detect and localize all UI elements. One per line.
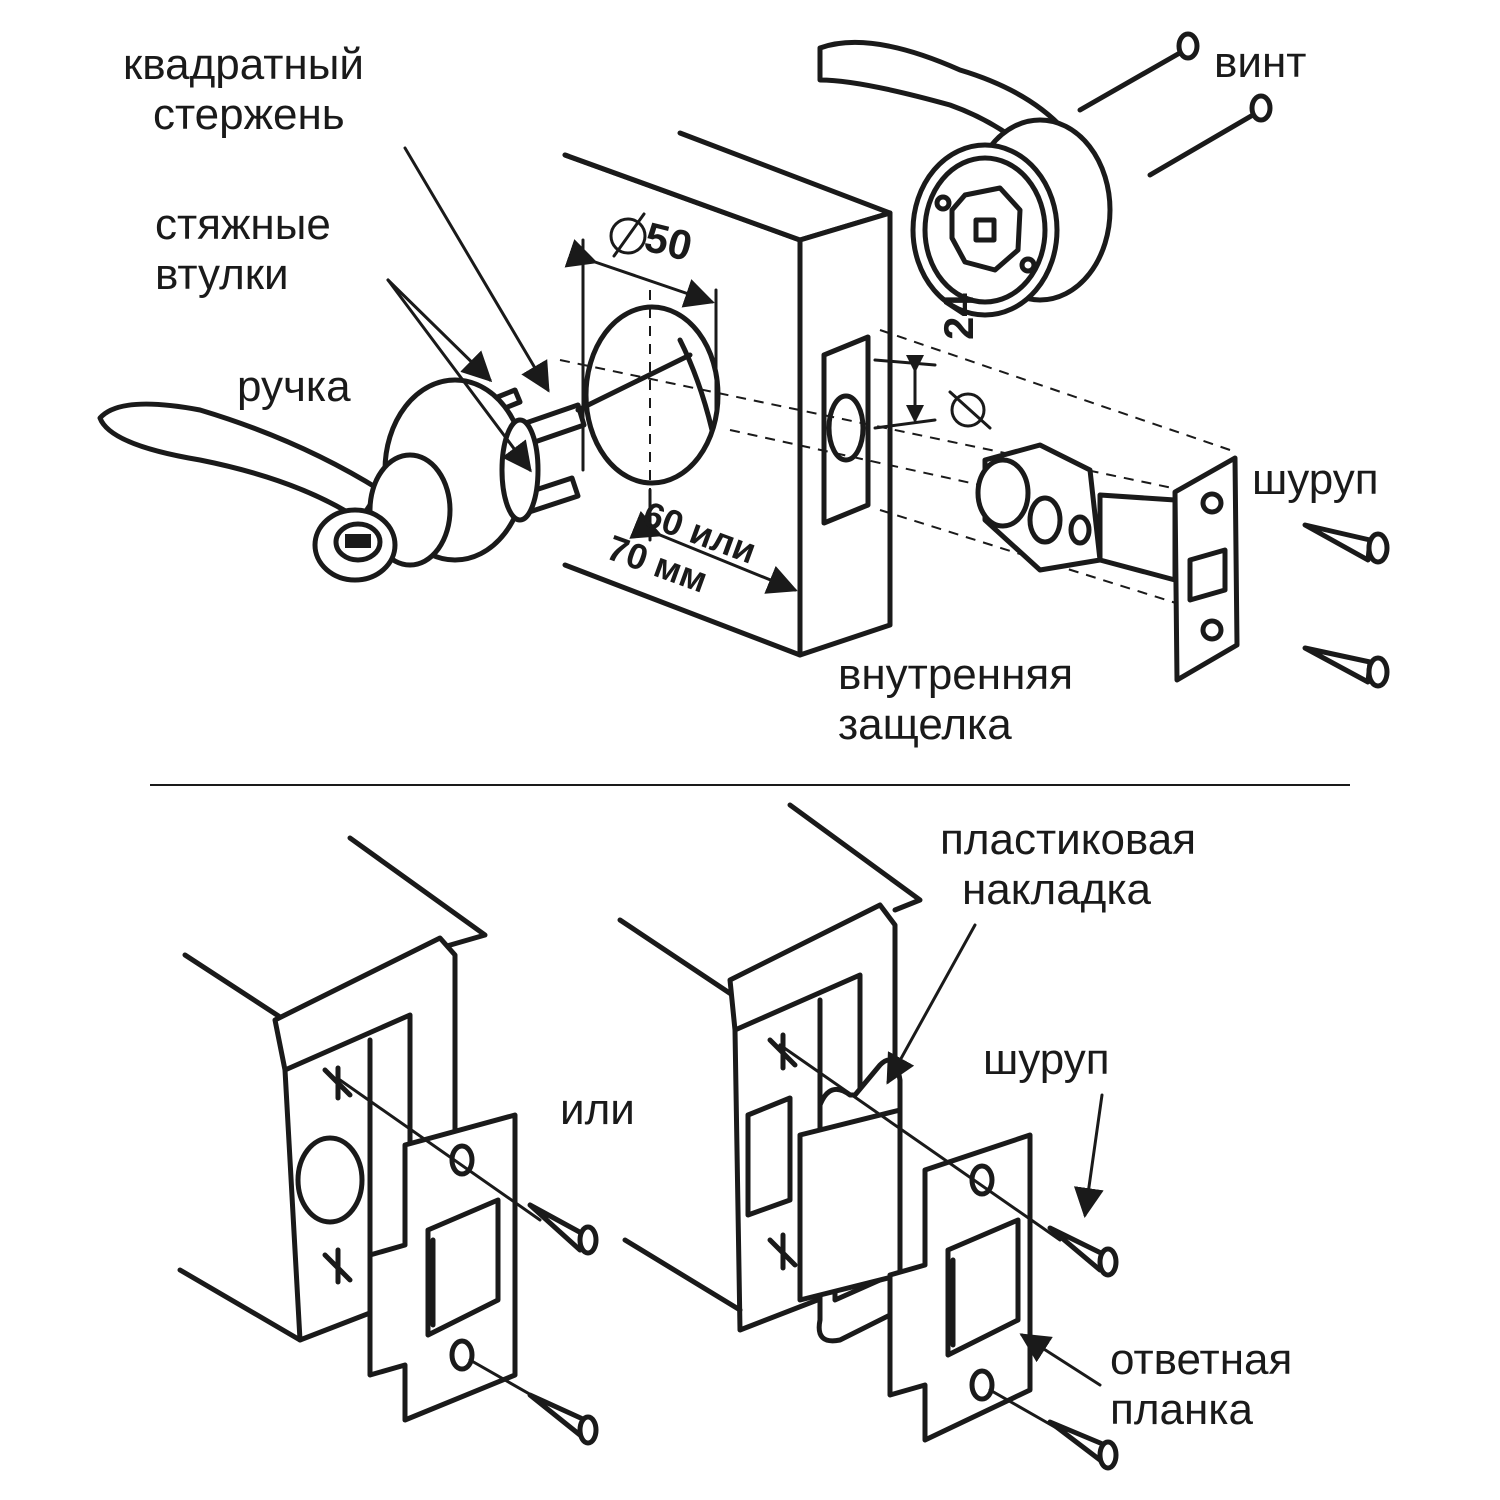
dimension-24 bbox=[873, 355, 992, 430]
label-square-spindle: квадратный стержень bbox=[123, 40, 364, 140]
inner-rose bbox=[817, 39, 1113, 318]
label-wood-screw-top: шуруп bbox=[1252, 455, 1379, 504]
leader-lines-bottom bbox=[886, 923, 1104, 1387]
label-square-spindle-line2: стержень bbox=[153, 90, 345, 139]
label-wood-screw-bottom: шуруп bbox=[983, 1035, 1110, 1084]
strike-plate-left bbox=[338, 1078, 599, 1446]
label-plastic-cover-line1: пластиковая bbox=[940, 815, 1197, 864]
label-square-spindle-line1: квадратный bbox=[123, 40, 364, 89]
label-latch-line1: внутренняя bbox=[838, 650, 1074, 699]
label-latch: внутренняя защелка bbox=[838, 650, 1073, 750]
label-bushings-line1: стяжные bbox=[155, 200, 331, 249]
label-or: или bbox=[560, 1085, 635, 1134]
machine-screws bbox=[1077, 31, 1273, 178]
label-strike-plate: ответная планка bbox=[1110, 1335, 1292, 1435]
label-plastic-cover: пластиковая накладка bbox=[940, 815, 1196, 915]
label-latch-line2: защелка bbox=[838, 700, 1012, 749]
label-handle: ручка bbox=[237, 362, 351, 411]
dimension-backset bbox=[629, 488, 798, 594]
label-plastic-cover-line2: накладка bbox=[962, 865, 1152, 914]
plastic-box-right bbox=[797, 1057, 903, 1344]
strike-plate-right bbox=[778, 1043, 1119, 1471]
label-bushings-line2: втулки bbox=[155, 250, 289, 299]
label-bushings: стяжные втулки bbox=[155, 200, 331, 300]
label-strike-plate-line1: ответная bbox=[1110, 1335, 1293, 1384]
leader-lines-top bbox=[386, 146, 550, 473]
latch bbox=[975, 442, 1240, 683]
frame-left bbox=[177, 835, 488, 1343]
top-wood-screws bbox=[1302, 522, 1390, 689]
dimension-50 bbox=[564, 212, 718, 472]
label-strike-plate-line2: планка bbox=[1110, 1385, 1253, 1434]
dimension-24-label: 24 bbox=[935, 293, 982, 340]
label-machine-screw: винт bbox=[1214, 38, 1307, 87]
